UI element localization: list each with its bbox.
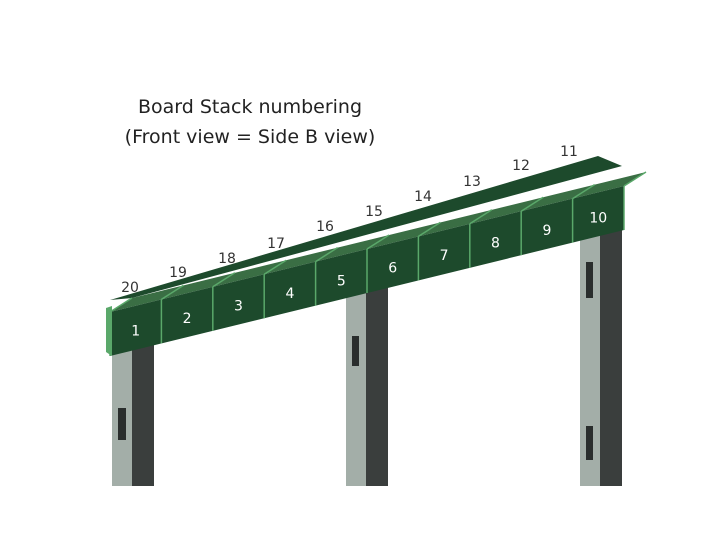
back-board-labels: 11 12 13 14 15 16 17 18 19 20 — [121, 144, 578, 296]
back-board-label: 13 — [463, 174, 481, 190]
board-top-divider — [572, 183, 596, 200]
front-board-label: 3 — [234, 299, 243, 315]
front-board-label: 2 — [183, 311, 192, 327]
pillar-face — [580, 206, 600, 486]
front-board-labels: 1 2 3 4 5 6 7 8 9 10 — [131, 210, 607, 339]
pillar-face — [346, 280, 366, 486]
pillar-slot — [586, 426, 593, 460]
pillar-face — [112, 320, 132, 486]
front-board-label: 8 — [491, 236, 500, 252]
back-board-label: 15 — [365, 204, 383, 220]
board-top-divider — [263, 259, 287, 275]
board-top-divider — [315, 246, 339, 263]
pillar-side — [132, 314, 154, 486]
board-top-divider — [417, 221, 441, 238]
front-board-label: 1 — [131, 324, 140, 340]
board-top-divider — [469, 209, 493, 225]
title-line-1: Board Stack numbering — [137, 96, 363, 118]
board-top-divider — [212, 272, 236, 288]
front-board-label: 5 — [337, 273, 346, 289]
support-pillars — [112, 200, 622, 486]
board-top-divider — [160, 284, 184, 301]
pillar-2 — [346, 274, 388, 486]
pillar-slot — [352, 336, 359, 366]
pillar-1 — [112, 314, 154, 486]
front-board-label: 6 — [388, 261, 397, 277]
board-top-divider — [623, 171, 647, 187]
board-top-divider — [366, 234, 390, 250]
front-board-label: 10 — [589, 210, 607, 226]
pillar-3 — [580, 200, 622, 486]
back-board-label: 19 — [169, 265, 187, 281]
back-board-label: 18 — [218, 251, 236, 267]
front-board-label: 7 — [440, 248, 449, 264]
front-board-label: 4 — [285, 286, 294, 302]
pillar-slot — [586, 262, 593, 298]
back-board-label: 20 — [121, 280, 139, 296]
back-board-label: 12 — [512, 158, 530, 174]
board-top-divider — [109, 297, 133, 313]
beam-back-plate — [110, 156, 622, 300]
board-beam — [106, 156, 647, 356]
beam-end-cap — [106, 306, 112, 356]
back-board-label: 11 — [560, 144, 578, 160]
board-top-divider — [520, 196, 544, 212]
pillar-slot — [118, 408, 126, 440]
title-line-2: (Front view = Side B view) — [124, 126, 376, 148]
back-board-label: 17 — [267, 236, 285, 252]
back-board-label: 16 — [316, 219, 334, 235]
pillar-side — [600, 200, 622, 486]
pillar-side — [366, 274, 388, 486]
front-board-label: 9 — [542, 223, 551, 239]
back-board-label: 14 — [414, 189, 432, 205]
